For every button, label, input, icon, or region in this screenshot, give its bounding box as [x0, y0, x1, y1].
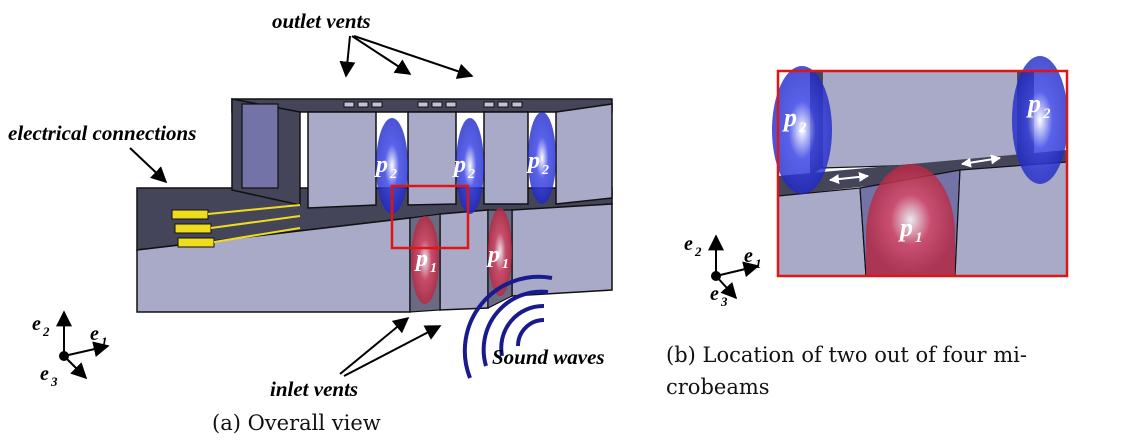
caption-b-line1: (b) Location of two out of four mi-: [666, 343, 1027, 367]
caption-b-line2: crobeams: [666, 375, 770, 399]
svg-text:p: p: [414, 246, 428, 272]
zoom-p2-left: [772, 66, 832, 194]
electrical-connections-label: electrical connections: [8, 121, 196, 145]
axes-panel-a: e 2 e 1 e 3: [32, 310, 110, 389]
p2-ellipse-2: [456, 118, 484, 214]
p2-label-2: p 2: [452, 152, 475, 182]
inlet-vents-label: inlet vents: [270, 377, 358, 401]
p2-label-1: p 2: [374, 152, 397, 182]
svg-text:2: 2: [694, 244, 702, 259]
p2-ellipse-3: [528, 112, 556, 204]
svg-text:3: 3: [50, 374, 58, 389]
upper-block-2: [407, 111, 457, 206]
lower-block-mid: [439, 209, 489, 311]
svg-text:1: 1: [430, 261, 437, 276]
annotation-arrows: [129, 35, 474, 377]
svg-text:1: 1: [502, 257, 509, 272]
zoom-p1-label: p 1: [898, 213, 923, 246]
zoom-panel: [772, 56, 1069, 278]
svg-text:2: 2: [467, 167, 475, 182]
svg-text:p: p: [782, 103, 797, 132]
svg-text:e: e: [744, 245, 753, 267]
svg-text:2: 2: [1042, 106, 1051, 122]
svg-text:p: p: [898, 213, 913, 242]
p1-ellipse-1: [411, 216, 439, 304]
svg-text:p: p: [1026, 89, 1041, 118]
svg-text:e: e: [710, 283, 719, 305]
svg-text:p: p: [526, 148, 540, 174]
svg-text:3: 3: [720, 294, 728, 309]
svg-text:1: 1: [755, 256, 762, 271]
outlet-vents-label: outlet vents: [272, 9, 371, 33]
svg-text:2: 2: [541, 163, 549, 178]
lower-block-right: [511, 203, 613, 297]
outlet-grilles: [343, 101, 523, 108]
zoom-p1: [866, 164, 955, 276]
labels-panel-b: p 2 p 2 p 1: [782, 89, 1051, 246]
p1-label-2: p 1: [486, 242, 509, 272]
svg-text:e: e: [684, 233, 693, 255]
svg-text:e: e: [40, 363, 49, 385]
svg-text:p: p: [452, 152, 466, 178]
svg-text:1: 1: [101, 334, 108, 349]
zoom-frame: [776, 69, 1069, 278]
svg-text:e: e: [32, 313, 41, 335]
svg-text:2: 2: [42, 324, 50, 339]
p1-label-1: p 1: [414, 246, 437, 276]
highlight-box: [390, 184, 470, 250]
svg-text:e: e: [90, 323, 99, 345]
electrical-pads: [171, 204, 301, 248]
zoom-p2-right: [1012, 56, 1068, 184]
svg-text:1: 1: [915, 230, 923, 246]
device-3d-view: [136, 98, 613, 379]
svg-text:p: p: [486, 242, 500, 268]
zoom-p2-label-right: p 2: [1026, 89, 1051, 122]
caption-a: (a) Overall view: [212, 411, 381, 435]
p2-label-3: p 2: [526, 148, 549, 178]
p2-ellipse-1: [376, 118, 408, 214]
upper-block-3: [483, 111, 529, 205]
zoom-p2-label-left: p 2: [782, 103, 807, 136]
svg-text:2: 2: [389, 167, 397, 182]
sound-waves-icon: [462, 274, 553, 379]
svg-text:p: p: [374, 152, 388, 178]
left-cavity: [241, 103, 279, 189]
sound-waves-label: Sound waves: [492, 345, 605, 369]
labels-panel-a: outlet vents electrical connections inle…: [8, 9, 605, 401]
upper-block-1: [307, 111, 377, 209]
svg-text:2: 2: [798, 120, 807, 136]
upper-block-4: [555, 103, 613, 205]
p1-ellipse-2: [488, 208, 512, 296]
axes-panel-b: e 2 e 1 e 3: [684, 233, 762, 309]
